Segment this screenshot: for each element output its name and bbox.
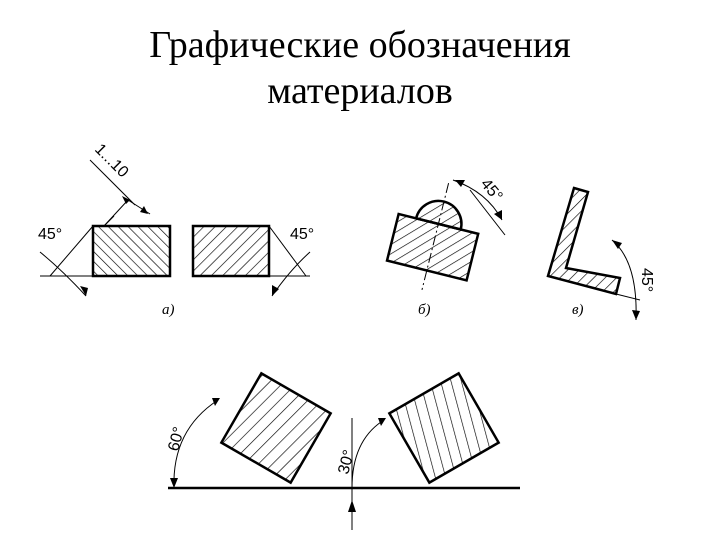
angle-label-v: 45° [638,268,655,292]
angle-label-a-right: 45° [290,226,314,243]
hatched-body-b [385,212,480,282]
angle-label-a-left: 45° [38,226,62,243]
hatched-square-60 [219,371,333,485]
figure-bottom: 60° 30° [165,371,520,530]
title-line-1: Графические обозначения [149,24,571,66]
hatched-dome-b [414,199,463,231]
figure-v: 45° в) [546,186,655,321]
hatched-square-30 [387,371,501,485]
hatched-angle-profile [546,186,622,296]
angle-label-60: 60° [165,425,188,453]
caption-b: б) [418,302,431,318]
pitch-label: 1...10 [91,141,131,181]
figure-a: 1...10 45° 45° а) [38,141,314,318]
slide-title: Графические обозначения материалов [0,22,720,114]
figure-b: 45° б) [385,176,506,318]
angle-label-30: 30° [335,448,358,476]
caption-a: а) [162,302,175,318]
hatched-rect-left [91,224,172,278]
caption-v: в) [572,302,584,318]
angle-label-b: 45° [477,176,506,205]
hatched-rect-right [191,224,271,278]
title-line-2: материалов [267,70,453,112]
